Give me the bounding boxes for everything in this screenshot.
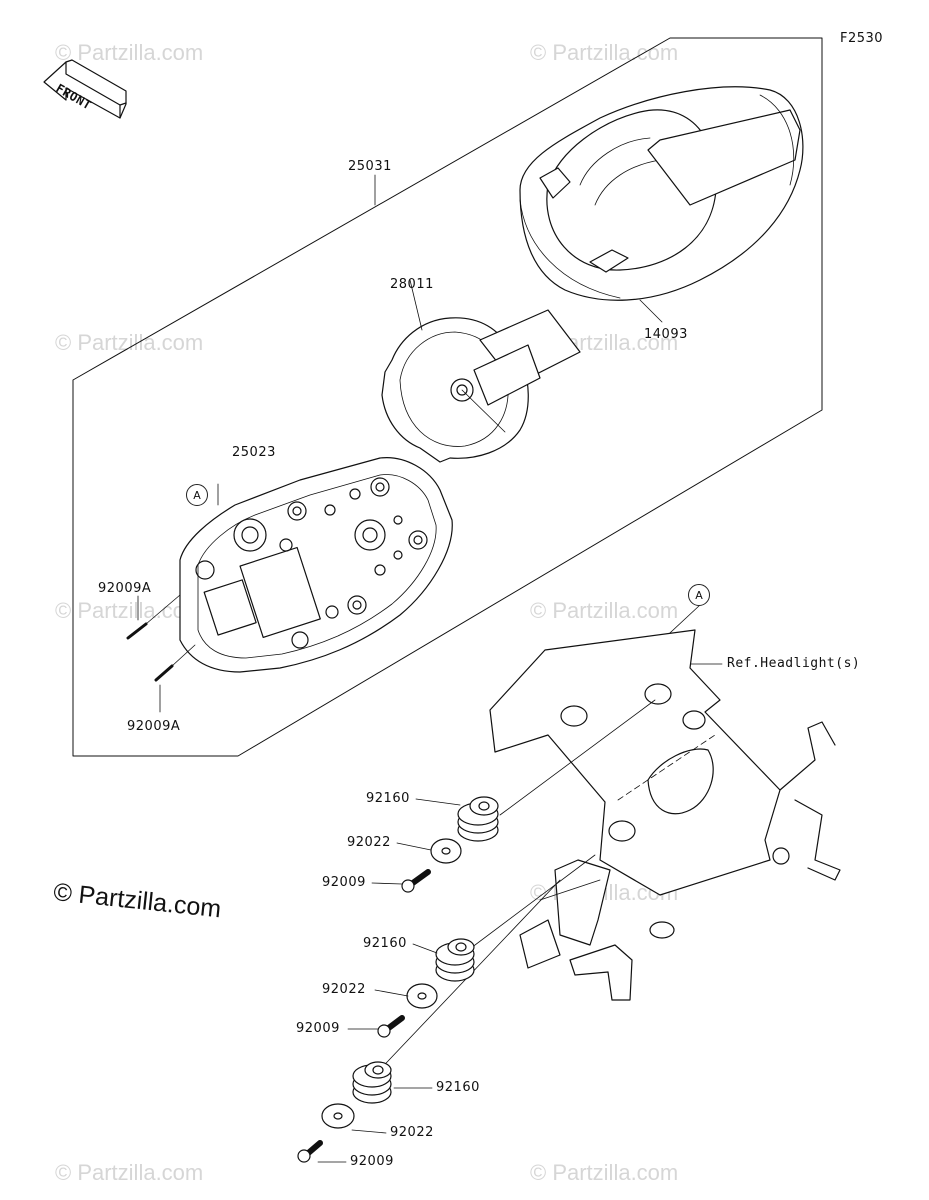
meter-cover-part	[519, 86, 804, 323]
watermark: © Partzilla.com	[55, 40, 204, 65]
meter-housing-part	[179, 457, 453, 673]
watermark: © Partzilla.com	[55, 598, 204, 623]
part-label-92160-3: 92160	[436, 1080, 480, 1095]
part-label-92009A-upper: 92009A	[98, 581, 152, 596]
watermark: © Partzilla.com	[530, 40, 679, 65]
assembly-outline	[72, 37, 823, 757]
bolt-1-part	[401, 869, 431, 893]
callout-a-right: A	[688, 584, 710, 606]
part-label-92160-2: 92160	[363, 936, 407, 951]
watermark: © Partzilla.com	[530, 1160, 679, 1185]
part-label-25031: 25031	[348, 159, 392, 174]
reference-label: Ref.Headlight(s)	[727, 656, 861, 671]
part-label-92009-3: 92009	[350, 1154, 394, 1169]
part-label-25023: 25023	[232, 445, 276, 460]
watermark: © Partzilla.com	[530, 598, 679, 623]
washer-2-part	[406, 983, 438, 1009]
part-label-92009-2: 92009	[296, 1021, 340, 1036]
part-label-14093: 14093	[644, 327, 688, 342]
watermark: © Partzilla.com	[55, 1160, 204, 1185]
screw-lower-part	[154, 644, 196, 713]
washer-1-part	[430, 838, 462, 864]
part-label-92022-2: 92022	[322, 982, 366, 997]
part-label-92022-3: 92022	[390, 1125, 434, 1140]
washer-3-part	[321, 1103, 355, 1129]
headlight-bracket-part	[489, 629, 841, 1001]
watermark: © Partzilla.com	[55, 330, 204, 355]
damper-2-part	[435, 938, 475, 982]
screw-upper-part	[126, 594, 181, 640]
bolt-3-part	[297, 1140, 323, 1163]
bolt-2-part	[377, 1015, 405, 1038]
damper-3-part	[352, 1061, 392, 1104]
part-label-92009-1: 92009	[322, 875, 366, 890]
front-arrow-icon	[43, 59, 127, 119]
dial-plate-part	[381, 279, 581, 463]
damper-1-part	[457, 796, 499, 842]
figure-code: F2530	[840, 31, 884, 46]
part-label-92009A-lower: 92009A	[127, 719, 181, 734]
callout-a-left: A	[186, 484, 208, 506]
part-label-92160-1: 92160	[366, 791, 410, 806]
part-label-92022-1: 92022	[347, 835, 391, 850]
part-label-28011: 28011	[390, 277, 434, 292]
